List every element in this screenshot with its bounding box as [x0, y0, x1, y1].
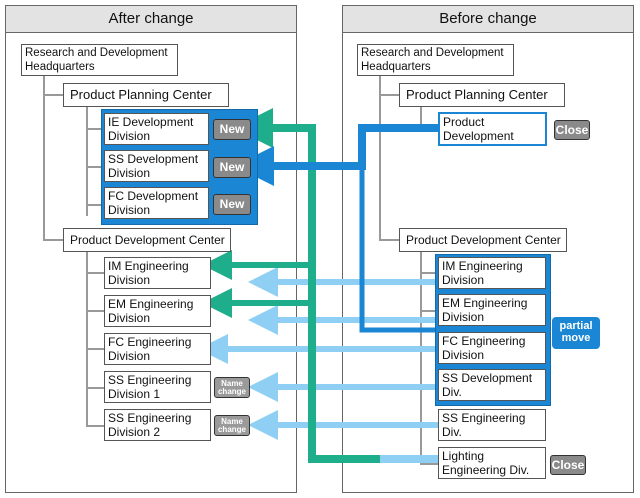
- before-ss-engineering-box: SS Engineering Div.: [438, 409, 546, 441]
- before-ss-engineering-label: SS Engineering Div.: [442, 411, 526, 439]
- after-ss-new-badge: New: [213, 157, 251, 178]
- after-branch-im: [86, 272, 104, 274]
- after-ss-engineering-2-label: SS Engineering Division 2: [108, 411, 192, 439]
- before-planning-sub-trunk: [420, 106, 422, 130]
- after-branch-ss1: [86, 387, 104, 389]
- after-ie-new-badge: New: [213, 119, 251, 140]
- after-fc-engineering-label: FC Engineering Division: [108, 335, 192, 363]
- before-branch-lighting: [420, 463, 438, 465]
- after-ss2-name-change-badge: Name change: [214, 415, 250, 436]
- partial-move-label: partial move: [552, 317, 600, 349]
- after-planning-branch: [43, 94, 63, 96]
- after-branch-ss2: [86, 425, 104, 427]
- before-planning-center-box: Product Planning Center: [399, 83, 565, 107]
- after-branch-fceng: [86, 348, 104, 350]
- before-development-branch: [379, 239, 399, 241]
- before-branch-pd: [420, 128, 438, 130]
- after-ss-division-box: SS Development Division: [104, 150, 209, 182]
- before-product-development-div-label: Product Development Div.: [443, 115, 514, 144]
- before-im-division-label: IM Engineering Division: [442, 259, 523, 287]
- after-planning-sub-trunk: [86, 106, 88, 216]
- after-ss-engineering-2-box: SS Engineering Division 2: [104, 409, 211, 441]
- after-fc-engineering-box: FC Engineering Division: [104, 333, 211, 365]
- after-fc-new-badge: New: [213, 194, 251, 215]
- before-hq-label: Research and Development Headquarters: [361, 47, 504, 73]
- before-change-title: Before change: [343, 6, 633, 33]
- before-lighting-label: Lighting Engineering Div.: [442, 449, 530, 477]
- before-hq-box: Research and Development Headquarters: [357, 44, 514, 76]
- before-development-center-box: Product Development Center: [399, 228, 567, 252]
- after-development-center-label: Product Development Center: [70, 233, 225, 247]
- before-em-division-label: EM Engineering Division: [442, 296, 528, 324]
- after-ss1-name-change-badge: Name change: [214, 377, 250, 398]
- before-development-center-label: Product Development Center: [406, 233, 561, 247]
- after-fc-division-box: FC Development Division: [104, 187, 209, 219]
- before-lighting-close-badge: Close: [550, 455, 586, 475]
- after-im-division-label: IM Engineering Division: [108, 259, 189, 287]
- after-im-division-box: IM Engineering Division: [104, 257, 211, 289]
- before-em-division-box: EM Engineering Division: [438, 294, 546, 326]
- before-im-division-box: IM Engineering Division: [438, 257, 546, 289]
- after-em-division-label: EM Engineering Division: [108, 297, 194, 325]
- after-branch-ie: [86, 128, 104, 130]
- before-planning-center-label: Product Planning Center: [406, 87, 548, 102]
- before-lighting-box: Lighting Engineering Div.: [438, 447, 546, 479]
- before-trunk-line: [379, 75, 381, 240]
- after-trunk-line: [43, 75, 45, 240]
- before-ss-development-label: SS Development Div.: [442, 371, 533, 399]
- after-em-division-box: EM Engineering Division: [104, 295, 211, 327]
- after-hq-label: Research and Development Headquarters: [25, 47, 168, 73]
- after-planning-center-label: Product Planning Center: [70, 87, 212, 102]
- after-change-title: After change: [6, 6, 296, 33]
- before-pd-close-badge: Close: [554, 120, 590, 140]
- after-development-sub-trunk: [86, 251, 88, 427]
- after-ss-engineering-1-label: SS Engineering Division 1: [108, 373, 192, 401]
- before-planning-branch: [379, 94, 399, 96]
- before-ss-development-box: SS Development Div.: [438, 369, 546, 401]
- after-hq-box: Research and Development Headquarters: [21, 44, 178, 76]
- after-ie-division-box: IE Development Division: [104, 113, 209, 145]
- after-ss1-name-change-text: Name change: [217, 379, 246, 396]
- before-branch-sseng: [420, 425, 438, 427]
- after-fc-division-label: FC Development Division: [108, 189, 199, 217]
- after-ie-division-label: IE Development Division: [108, 115, 194, 143]
- before-fc-division-box: FC Engineering Division: [438, 332, 546, 364]
- before-product-development-div-box: Product Development Div.: [438, 112, 547, 146]
- after-branch-fc: [86, 204, 104, 206]
- after-development-branch: [43, 239, 63, 241]
- after-ss2-name-change-text: Name change: [217, 417, 246, 434]
- after-planning-center-box: Product Planning Center: [63, 83, 229, 107]
- after-development-center-box: Product Development Center: [63, 228, 231, 252]
- before-development-sub-trunk: [420, 251, 422, 465]
- after-ss-division-label: SS Development Division: [108, 152, 199, 180]
- after-ss-engineering-1-box: SS Engineering Division 1: [104, 371, 211, 403]
- partial-move-text: partial move: [559, 320, 593, 344]
- after-branch-em: [86, 310, 104, 312]
- before-fc-division-label: FC Engineering Division: [442, 334, 526, 362]
- after-branch-ss: [86, 166, 104, 168]
